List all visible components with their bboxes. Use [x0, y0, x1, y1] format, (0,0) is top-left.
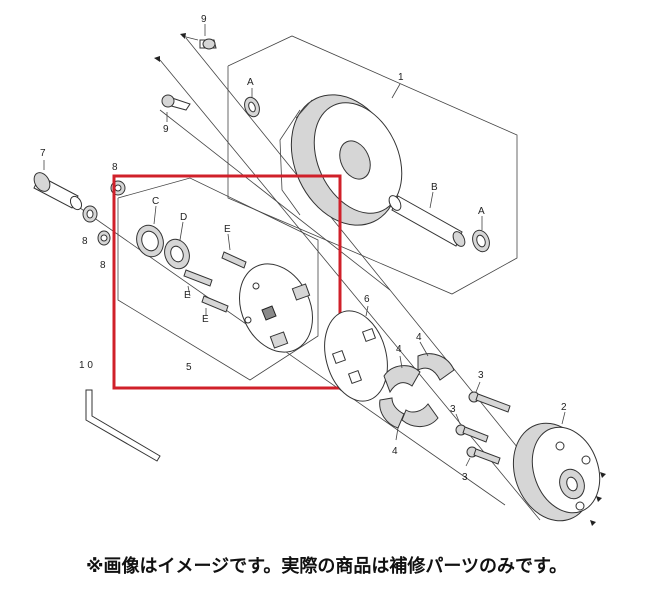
label-9-lower: 9 [163, 124, 169, 135]
label-b: B [431, 182, 438, 193]
label-6: 6 [364, 294, 370, 305]
label-3-c: 3 [462, 472, 468, 483]
disclaimer-caption: ※画像はイメージです。実際の商品は補修パーツのみです。 [86, 556, 568, 577]
stud-e-middle [183, 269, 213, 287]
label-7: 7 [40, 148, 46, 159]
sleeve-part-b [388, 195, 466, 247]
bolt-3-b [455, 424, 489, 443]
leader-lines [43, 24, 566, 467]
hub-part-2 [512, 422, 606, 526]
label-a-lower: A [478, 206, 485, 217]
bolt-9-lower [161, 94, 191, 111]
label-4-middle: 4 [396, 344, 402, 355]
bolt-3-c [466, 446, 501, 465]
label-3-a: 3 [478, 370, 484, 381]
nut-8-left-b [97, 230, 111, 246]
ring-c [136, 224, 164, 258]
label-8-left-b: 8 [100, 260, 106, 271]
bolt-9-upper [180, 33, 217, 50]
label-8-left-a: 8 [82, 236, 88, 247]
nut-8-left-a [82, 205, 98, 223]
label-9-upper: 9 [201, 14, 207, 25]
label-8-inner: 8 [112, 162, 118, 173]
label-a-upper: A [247, 77, 254, 88]
arrow-upper-left [154, 56, 160, 62]
label-3-b: 3 [450, 404, 456, 415]
label-5: 5 [186, 362, 192, 373]
part-labels: 9 9 A 1 B A 7 8 8 8 C D E E E 5 6 4 4 4 … [40, 14, 567, 483]
damper-part-4 [379, 353, 455, 429]
label-1: 1 [398, 72, 404, 83]
highlight-box [112, 174, 342, 390]
bearing-a-lower [472, 229, 490, 253]
stud-e-lower [201, 295, 229, 313]
label-e-lower: E [202, 314, 209, 325]
label-4-lower: 4 [392, 446, 398, 457]
label-4-upper: 4 [416, 332, 422, 343]
bearing-a-upper [244, 96, 260, 118]
label-2: 2 [561, 402, 567, 413]
label-e-middle: E [184, 290, 191, 301]
drum-part [279, 94, 403, 226]
bolt-3-a [468, 391, 511, 413]
label-c: C [152, 196, 159, 207]
hex-key-part-10 [85, 389, 161, 462]
pin-part-7 [33, 172, 83, 211]
ring-d [164, 238, 190, 270]
label-10: 1 0 [79, 360, 93, 371]
label-d: D [180, 212, 187, 223]
gasket-part-6 [324, 310, 388, 402]
label-e-upper: E [224, 224, 231, 235]
assembly-panel-5 [117, 177, 319, 381]
stud-e-upper [221, 251, 247, 269]
hub-plate [239, 263, 313, 353]
drum-panel-outline [227, 35, 518, 295]
